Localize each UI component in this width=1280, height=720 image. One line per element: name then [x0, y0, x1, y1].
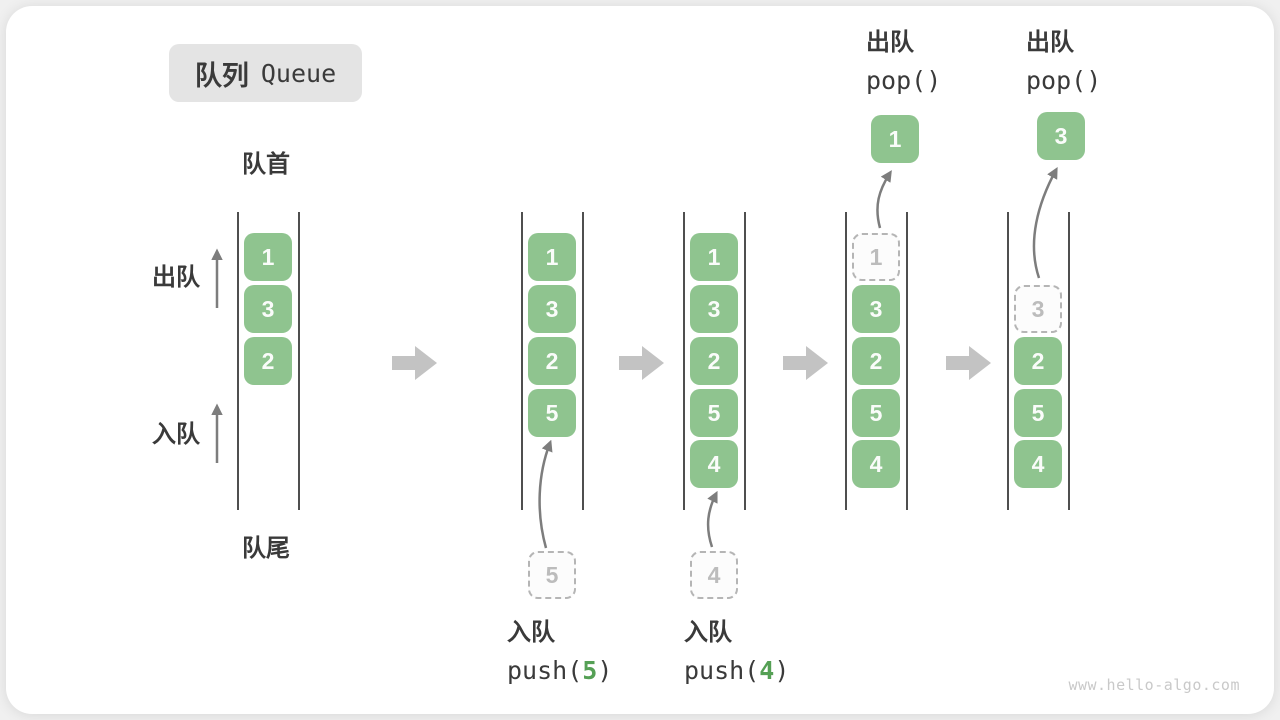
push-code: push(5)	[507, 656, 613, 686]
queue-cell: 1	[528, 233, 576, 281]
queue-cell: 3	[852, 285, 900, 333]
label-queue-front: 队首	[242, 151, 290, 178]
watermark: www.hello-algo.com	[1068, 676, 1240, 694]
queue-cell: 2	[1014, 337, 1062, 385]
incoming-dashed-cell: 4	[690, 551, 738, 599]
queue-cell: 2	[528, 337, 576, 385]
title-badge: 队列 Queue	[169, 44, 362, 102]
column-wall-left	[1007, 212, 1009, 510]
push-label-zh: 入队	[507, 619, 555, 646]
column-wall-right	[582, 212, 584, 510]
transition-arrow-icon	[783, 346, 828, 380]
title-zh: 队列	[194, 60, 249, 91]
push-code: push(4)	[684, 656, 790, 686]
pop-label-zh: 出队	[1026, 29, 1074, 56]
push-operation-label: 入队 push(5)	[507, 619, 613, 686]
column-wall-left	[237, 212, 239, 510]
queue-cell: 4	[852, 440, 900, 488]
column-wall-left	[683, 212, 685, 510]
queue-cell: 5	[1014, 389, 1062, 437]
pop-code: pop()	[866, 66, 942, 96]
removed-dashed-cell: 3	[1014, 285, 1062, 333]
column-wall-right	[744, 212, 746, 510]
column-wall-right	[1068, 212, 1070, 510]
transition-arrow-icon	[619, 346, 664, 380]
queue-cell: 3	[690, 285, 738, 333]
queue-cell: 2	[690, 337, 738, 385]
queue-cell: 1	[690, 233, 738, 281]
transition-arrow-icon	[392, 346, 437, 380]
transition-arrow-icon	[946, 346, 991, 380]
queue-cell: 2	[244, 337, 292, 385]
push-operation-label: 入队 push(4)	[684, 619, 790, 686]
label-dequeue-left: 出队	[152, 264, 200, 291]
popped-cell: 3	[1037, 112, 1085, 160]
queue-cell: 4	[1014, 440, 1062, 488]
queue-cell: 3	[244, 285, 292, 333]
queue-cell: 5	[852, 389, 900, 437]
push-arg: 5	[582, 656, 598, 686]
pop-label-zh: 出队	[866, 29, 914, 56]
column-wall-left	[521, 212, 523, 510]
push-label-zh: 入队	[684, 619, 732, 646]
pop-operation-label: 出队 pop()	[1026, 29, 1102, 96]
title-en: Queue	[260, 58, 337, 88]
queue-cell: 3	[528, 285, 576, 333]
label-enqueue-left: 入队	[152, 421, 200, 448]
push-arg: 4	[759, 656, 775, 686]
column-wall-left	[845, 212, 847, 510]
queue-cell: 5	[690, 389, 738, 437]
incoming-dashed-cell: 5	[528, 551, 576, 599]
queue-cell: 1	[244, 233, 292, 281]
pop-operation-label: 出队 pop()	[866, 29, 942, 96]
queue-cell: 2	[852, 337, 900, 385]
queue-cell: 4	[690, 440, 738, 488]
label-queue-rear: 队尾	[242, 535, 290, 562]
column-wall-right	[906, 212, 908, 510]
popped-cell: 1	[871, 115, 919, 163]
column-wall-right	[298, 212, 300, 510]
pop-code: pop()	[1026, 66, 1102, 96]
queue-cell: 5	[528, 389, 576, 437]
removed-dashed-cell: 1	[852, 233, 900, 281]
